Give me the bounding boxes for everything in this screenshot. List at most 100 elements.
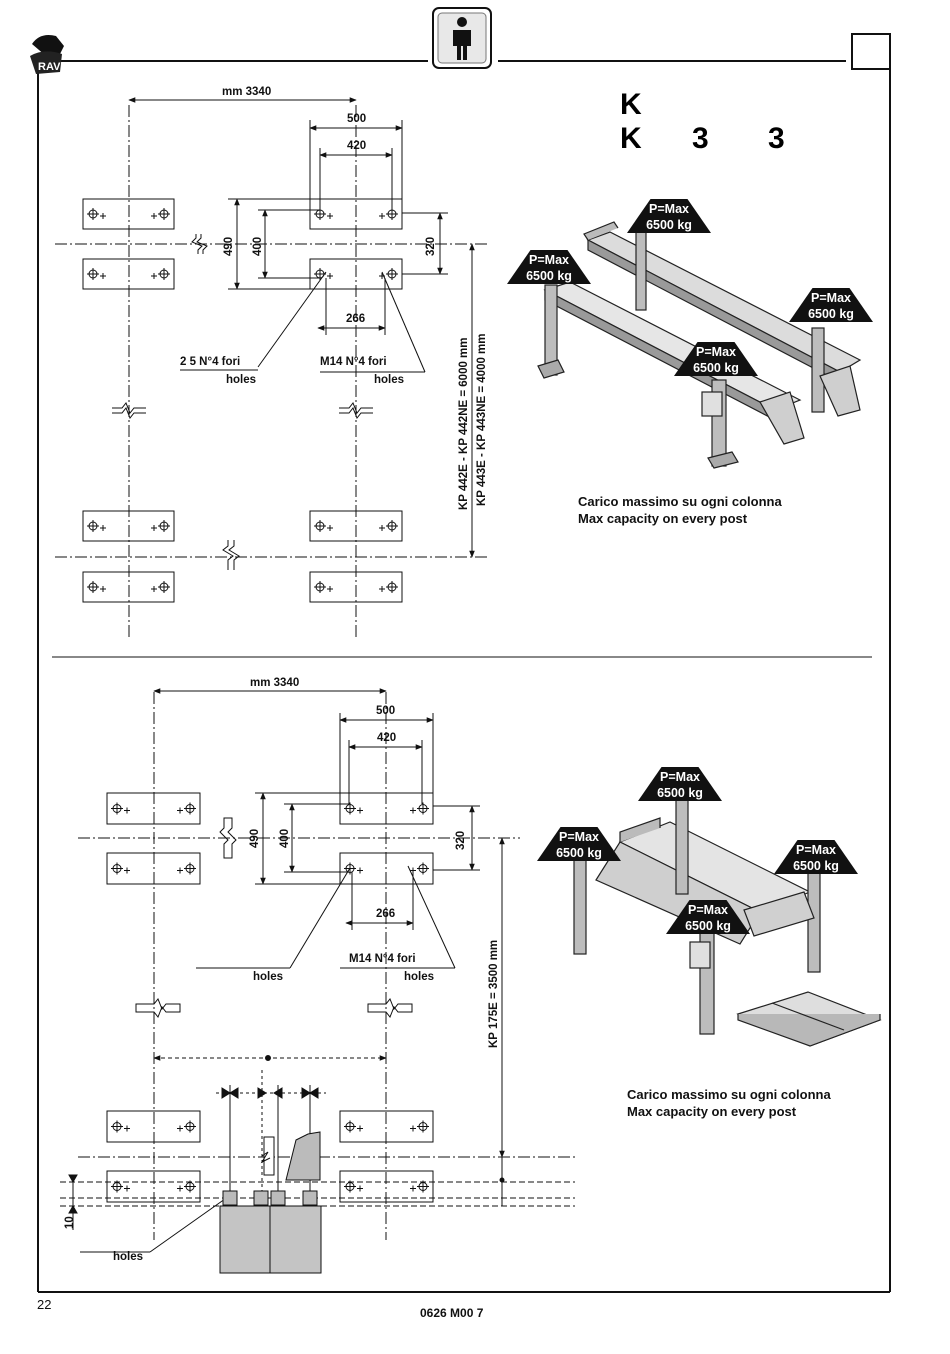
bottom-caption-en: Max capacity on every post [627, 1104, 797, 1119]
anchor-hole-mark [151, 586, 157, 592]
anchor-hole-mark [158, 581, 170, 593]
bottom-dim-400: 400 [279, 828, 291, 848]
top-dim-420: 420 [347, 140, 367, 152]
anchor-hole-mark [184, 802, 196, 815]
anchor-hole-mark [357, 1185, 363, 1192]
anchor-hole-mark [344, 802, 356, 815]
top-caption-it: Carico massimo su ogni colonna [578, 494, 782, 509]
anchor-hole-mark [379, 273, 385, 279]
top-length-label-1: KP 442E - KP 442NE = 6000 mm [458, 337, 470, 511]
bottom-hole-label-left-en: holes [253, 971, 284, 983]
anchor-hole-mark [111, 862, 123, 875]
anchor-hole-mark [314, 268, 326, 280]
anchor-hole-mark [417, 1120, 429, 1133]
anchor-hole-mark [177, 867, 183, 874]
anchor-hole-mark [314, 208, 326, 220]
anchor-hole-mark [344, 1180, 356, 1193]
anchor-hole-mark [314, 581, 326, 593]
anchor-hole-mark [87, 581, 99, 593]
top-layout-drawing [55, 97, 490, 640]
anchor-hole-mark [344, 1120, 356, 1133]
top-dim-total: mm 3340 [222, 86, 272, 98]
bottom-dim-10: 10 [64, 1216, 76, 1229]
anchor-hole-mark [124, 1125, 130, 1132]
bottom-layout-drawing [60, 688, 575, 1274]
anchor-hole-mark [124, 867, 130, 874]
anchor-hole-mark [357, 867, 363, 874]
bottom-dim-total: mm 3340 [250, 677, 300, 689]
heading-line-2-b: 3 [692, 122, 709, 155]
anchor-hole-mark [357, 1125, 363, 1132]
anchor-hole-mark [386, 520, 398, 532]
anchor-hole-mark [184, 862, 196, 875]
anchor-hole-mark [87, 520, 99, 532]
anchor-hole-mark [124, 1185, 130, 1192]
anchor-hole-mark [386, 581, 398, 593]
anchor-hole-mark [158, 208, 170, 220]
anchor-hole-mark [177, 807, 183, 814]
anchor-hole-mark [357, 807, 363, 814]
anchor-hole-mark [379, 586, 385, 592]
top-hole-label-left: 2 5 N°4 fori [180, 356, 241, 368]
anchor-hole-mark [379, 525, 385, 531]
anchor-hole-mark [386, 208, 398, 220]
anchor-hole-mark [344, 862, 356, 875]
heading-line-2-a: K [620, 122, 642, 155]
bottom-hole-label-right: M14 N°4 fori [349, 953, 416, 965]
anchor-hole-mark [177, 1125, 183, 1132]
page-number: 22 [37, 1297, 52, 1312]
brand-logo-icon: RAV [30, 35, 64, 74]
top-hole-label-right: M14 N°4 fori [320, 356, 387, 368]
bottom-length-label: KP 175E = 3500 mm [488, 939, 500, 1048]
anchor-hole-mark [410, 807, 416, 814]
top-lift-illustration [537, 221, 862, 469]
anchor-hole-mark [410, 1125, 416, 1132]
anchor-hole-mark [111, 1120, 123, 1133]
anchor-hole-mark [184, 1120, 196, 1133]
anchor-hole-mark [417, 1180, 429, 1193]
top-hole-label-right-en: holes [374, 374, 405, 386]
page-frame [37, 33, 891, 1293]
anchor-hole-mark [87, 268, 99, 280]
anchor-hole-mark [417, 862, 429, 875]
top-dim-320: 320 [425, 236, 437, 256]
document-reference: 0626 M00 7 [420, 1306, 484, 1320]
top-dim-500: 500 [347, 113, 367, 125]
anchor-hole-mark [314, 520, 326, 532]
anchor-hole-mark [417, 802, 429, 815]
anchor-hole-mark [177, 1185, 183, 1192]
top-dim-490: 490 [223, 236, 235, 256]
operator-person-icon [432, 7, 492, 69]
bottom-dim-420: 420 [377, 732, 397, 744]
anchor-hole-mark [100, 273, 106, 279]
bottom-dim-500: 500 [376, 705, 396, 717]
anchor-hole-mark [151, 213, 157, 219]
bottom-holes-label: holes [113, 1251, 144, 1263]
bottom-dim-266: 266 [376, 908, 396, 920]
top-hole-label-left-en: holes [226, 374, 257, 386]
heading-line-1: K [620, 88, 642, 121]
anchor-hole-mark [386, 268, 398, 280]
anchor-hole-mark [151, 525, 157, 531]
anchor-hole-mark [87, 208, 99, 220]
anchor-hole-mark [410, 1185, 416, 1192]
anchor-hole-mark [100, 525, 106, 531]
top-dim-400: 400 [252, 236, 264, 256]
anchor-hole-mark [327, 586, 333, 592]
anchor-hole-mark [410, 867, 416, 874]
bottom-dim-320: 320 [455, 830, 467, 850]
top-caption-en: Max capacity on every post [578, 511, 748, 526]
heading-line-2-c: 3 [768, 122, 785, 155]
svg-text:RAV: RAV [38, 61, 61, 73]
bottom-caption-it: Carico massimo su ogni colonna [627, 1087, 831, 1102]
anchor-hole-mark [158, 520, 170, 532]
anchor-hole-mark [327, 213, 333, 219]
anchor-hole-mark [100, 586, 106, 592]
top-dim-266: 266 [346, 313, 366, 325]
anchor-hole-mark [151, 273, 157, 279]
bottom-dim-490: 490 [249, 828, 261, 848]
anchor-hole-mark [184, 1180, 196, 1193]
